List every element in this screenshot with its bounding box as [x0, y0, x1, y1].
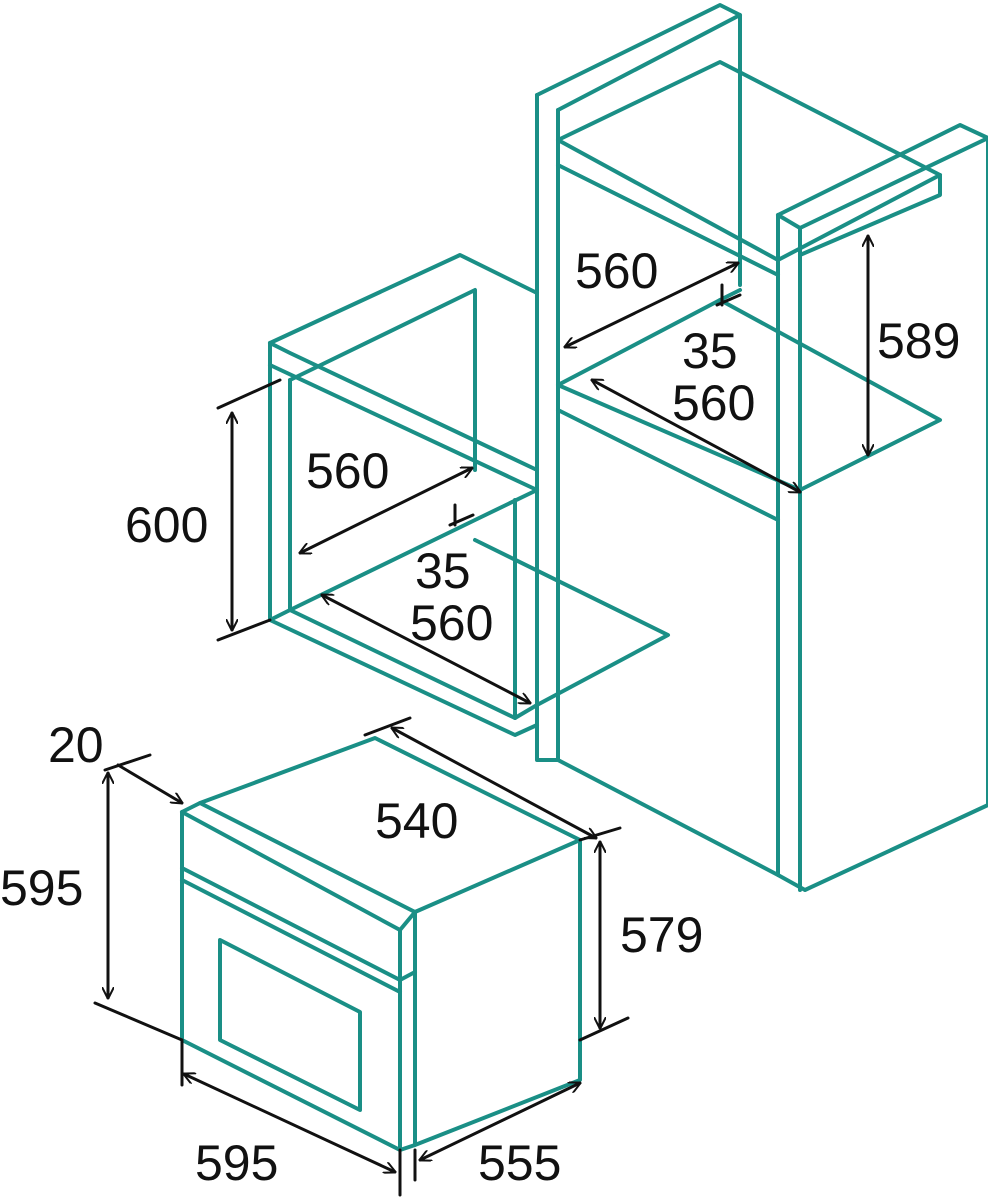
label-oven-body-height: 579 — [620, 907, 703, 963]
label-oven-body-width: 555 — [478, 1135, 561, 1191]
label-mid-gap: 35 — [415, 543, 471, 599]
label-tall-depth-bottom: 560 — [672, 375, 755, 431]
label-tall-height: 589 — [877, 313, 960, 369]
label-mid-depth-top: 560 — [306, 443, 389, 499]
label-oven-width: 595 — [195, 1135, 278, 1191]
label-tall-gap: 35 — [682, 323, 738, 379]
label-oven-depth: 540 — [375, 793, 458, 849]
label-oven-height: 595 — [0, 860, 83, 916]
tall-cabinet — [535, 3, 988, 892]
dimension-labels: 560 35 560 589 560 600 35 560 20 540 595… — [0, 243, 960, 1191]
label-tall-depth-top: 560 — [575, 243, 658, 299]
label-mid-depth-bottom: 560 — [410, 595, 493, 651]
label-mid-height: 600 — [125, 497, 208, 553]
dimension-lines — [93, 234, 868, 1197]
label-oven-front-offset: 20 — [48, 717, 104, 773]
